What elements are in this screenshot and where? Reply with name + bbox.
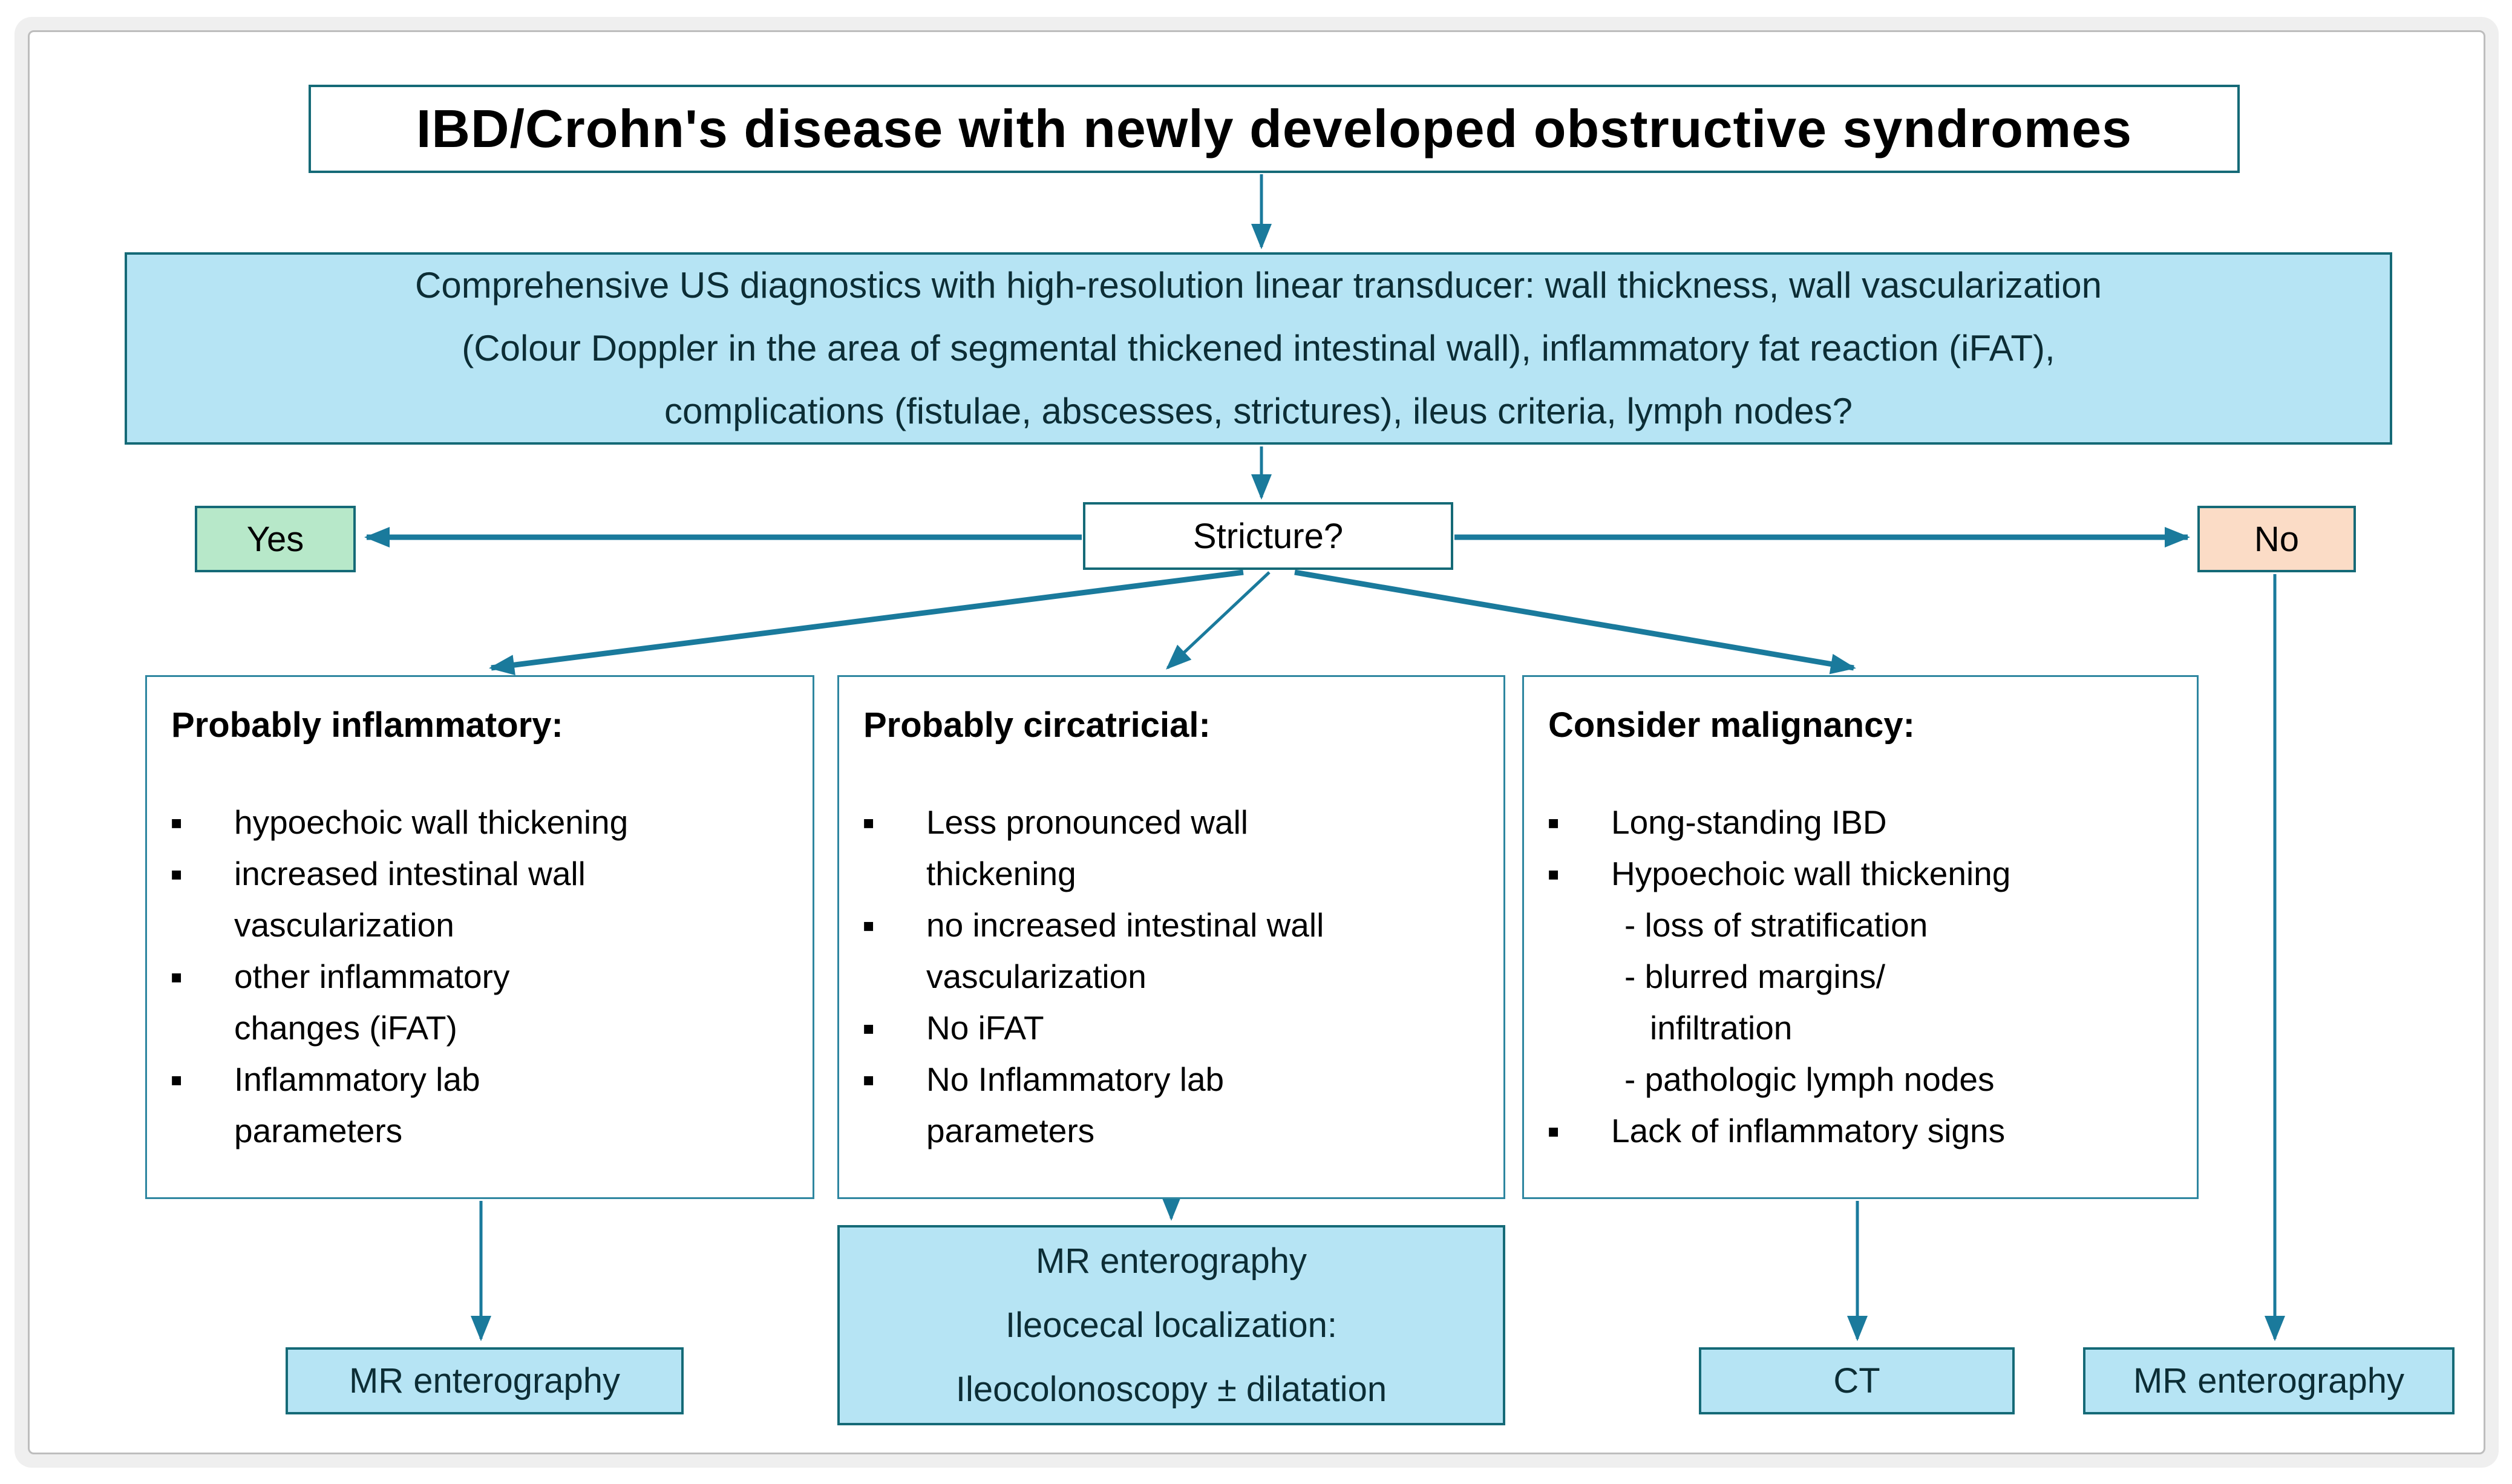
bullet-square-icon: ▪ (170, 1059, 183, 1100)
bullet-square-icon: ▪ (1547, 854, 1560, 894)
us-line: (Colour Doppler in the area of segmental… (462, 328, 2055, 368)
list-item: ▪Inflammatory lab (170, 1054, 790, 1105)
no-box: No (2197, 506, 2356, 572)
us-line: Comprehensive US diagnostics with high-r… (415, 265, 2102, 306)
circatricial-heading: Probably circatricial: (863, 705, 1211, 745)
list-item-continuation: vascularization (926, 958, 1146, 995)
list-item-continuation: parameters (234, 1112, 403, 1149)
ct-box: CT (1699, 1347, 2015, 1414)
mr-enterography-middle-box: MR enterography Ileocecal localization: … (837, 1225, 1505, 1425)
stricture-decision-box: Stricture? (1083, 502, 1453, 570)
bullet-square-icon: ▪ (1547, 1111, 1560, 1151)
list-item: ▪Lack of inflammatory signs (1547, 1105, 2174, 1157)
list-subitem-continuation: infiltration (1650, 1009, 1793, 1047)
list-item: ▪no increased intestinal wall (862, 900, 1480, 951)
inflammatory-box: Probably inflammatory: ▪hypoechoic wall … (145, 675, 814, 1199)
mr-enterography-right-box: MR enterography (2083, 1347, 2455, 1414)
list-item: ▪hypoechoic wall thickening (170, 797, 790, 848)
yes-box: Yes (195, 506, 356, 572)
bullet-square-icon: ▪ (862, 1008, 875, 1048)
list-item: ▪Less pronounced wall (862, 797, 1480, 848)
list-subitem: - loss of stratification (1624, 906, 1928, 944)
list-item-continuation: parameters (926, 1112, 1095, 1149)
list-item: ▪Long-standing IBD (1547, 797, 2174, 848)
mr-middle-line: MR enterography (1035, 1241, 1307, 1281)
inflammatory-heading: Probably inflammatory: (171, 705, 563, 745)
circatricial-box: Probably circatricial: ▪Less pronounced … (837, 675, 1505, 1199)
mr-enterography-right-label: MR enterography (2133, 1361, 2405, 1401)
list-item: ▪other inflammatory (170, 951, 790, 1002)
malignancy-heading: Consider malignancy: (1548, 705, 1915, 745)
list-item: ▪No iFAT (862, 1002, 1480, 1054)
list-subitem: - pathologic lymph nodes (1624, 1061, 1995, 1098)
list-item: ▪Hypoechoic wall thickening (1547, 848, 2174, 900)
bullet-square-icon: ▪ (170, 854, 183, 894)
us-diagnostics-box: Comprehensive US diagnostics with high-r… (125, 252, 2392, 445)
mr-middle-line: Ileocecal localization: (1005, 1305, 1338, 1345)
list-item: ▪increased intestinal wall (170, 848, 790, 900)
us-line: complications (fistulae, abscesses, stri… (664, 391, 1853, 431)
mr-middle-line: Ileocolonoscopy ± dilatation (955, 1369, 1387, 1409)
no-label: No (2254, 519, 2300, 559)
list-subitem: - blurred margins/ (1624, 958, 1885, 995)
yes-label: Yes (246, 519, 304, 559)
list-item: ▪No Inflammatory lab (862, 1054, 1480, 1105)
title-box: IBD/Crohn's disease with newly developed… (309, 85, 2240, 173)
bullet-square-icon: ▪ (862, 905, 875, 946)
malignancy-box: Consider malignancy: ▪Long-standing IBD … (1522, 675, 2199, 1199)
bullet-square-icon: ▪ (170, 956, 183, 997)
ct-label: CT (1833, 1361, 1880, 1401)
title-text: IBD/Crohn's disease with newly developed… (416, 99, 2133, 159)
list-item-continuation: changes (iFAT) (234, 1009, 457, 1047)
bullet-square-icon: ▪ (170, 802, 183, 843)
mr-enterography-left-label: MR enterography (348, 1361, 621, 1401)
bullet-square-icon: ▪ (862, 1059, 875, 1100)
stricture-label: Stricture? (1192, 516, 1344, 556)
list-item-continuation: thickening (926, 855, 1076, 892)
bullet-square-icon: ▪ (1547, 802, 1560, 843)
list-item-continuation: vascularization (234, 906, 454, 944)
mr-enterography-left-box: MR enterography (286, 1347, 684, 1414)
bullet-square-icon: ▪ (862, 802, 875, 843)
